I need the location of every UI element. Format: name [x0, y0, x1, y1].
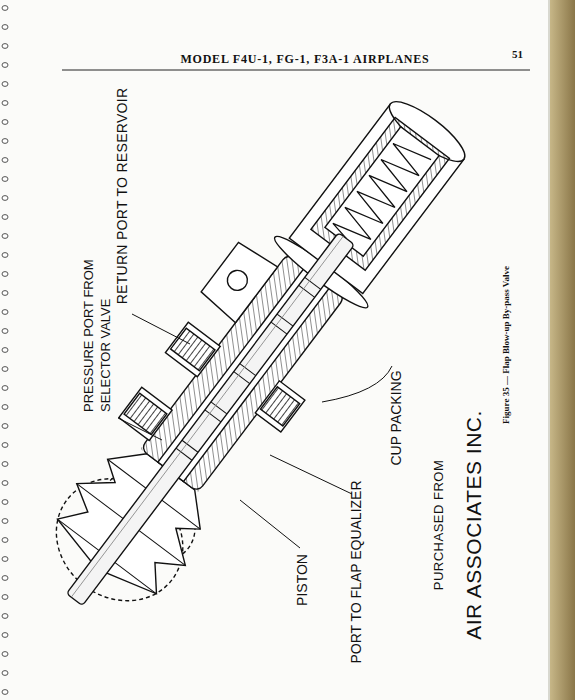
drawing-stroke: [331, 136, 432, 251]
drawing-stroke: [2, 538, 8, 543]
drawing-stroke: [2, 595, 8, 600]
leader-line: [270, 455, 352, 494]
drawing-stroke: [2, 215, 8, 220]
drawing-stroke: [2, 196, 8, 201]
return-port-boss: [165, 322, 220, 376]
part-label: PRESSURE PORT FROM SELECTOR VALVE: [81, 252, 115, 412]
by-pass-valve: [7, 70, 489, 641]
drawing-stroke: [2, 348, 8, 353]
packing-port-thread: [260, 387, 299, 426]
supplier-note: PURCHASED FROM: [431, 460, 446, 591]
spring: [331, 136, 432, 251]
drawing-stroke: [2, 405, 8, 410]
drawing-stroke: [305, 277, 321, 289]
piston-grooves: [176, 277, 321, 460]
mounting-lug: [199, 239, 278, 323]
drawing-stroke: [2, 120, 8, 125]
leader-line: [240, 500, 300, 548]
binding-holes: [2, 6, 8, 695]
body-section: [182, 285, 345, 493]
return-port-thread: [171, 328, 215, 370]
drawing-stroke: [240, 364, 256, 376]
drawing-stroke: [2, 386, 8, 391]
rod-highlight: [71, 236, 343, 597]
part-label: PISTON: [294, 554, 310, 606]
drawing-stroke: [277, 314, 293, 326]
drawing-stroke: [2, 139, 8, 144]
drawing-stroke: [2, 690, 8, 695]
drawing-stroke: [2, 310, 8, 315]
drawing-stroke: [271, 322, 287, 334]
drawing-stroke: [2, 576, 8, 581]
drawing-stroke: [211, 402, 227, 414]
piston-rod: [66, 233, 354, 606]
part-label: CUP PACKING: [388, 370, 404, 465]
part-label: RETURN PORT TO RESERVOIR: [114, 88, 130, 305]
drawing-stroke: [2, 367, 8, 372]
page-number: 51: [512, 48, 523, 60]
drawing-stroke: [2, 329, 8, 334]
leader-line: [132, 314, 190, 344]
mounting-hole: [223, 266, 251, 294]
drawing-stroke: [2, 6, 8, 11]
page-edge: [549, 0, 575, 700]
drawing-stroke: [2, 234, 8, 239]
packing-port-boss: [255, 381, 305, 432]
drawing-stroke: [2, 443, 8, 448]
leader-line: [118, 418, 162, 440]
drawing-stroke: [2, 82, 8, 87]
figure-caption: Figure 35 — Flap Blow-up By-pass Valve: [501, 266, 511, 424]
drawing-stroke: [2, 500, 8, 505]
header-rule: [62, 70, 530, 71]
drawing-stroke: [2, 652, 8, 657]
drawing-stroke: [205, 410, 221, 422]
drawing-stroke: [2, 158, 8, 163]
drawing-stroke: [2, 671, 8, 676]
drawing-stroke: [2, 481, 8, 486]
drawing-stroke: [2, 177, 8, 182]
drawing-stroke: [2, 44, 8, 49]
pressure-port-boss: [119, 387, 172, 440]
drawing-stroke: [182, 440, 198, 452]
drawing-stroke: [2, 291, 8, 296]
pressure-port-thread: [124, 393, 167, 434]
drawing-stroke: [2, 253, 8, 258]
drawing-stroke: [2, 25, 8, 30]
running-header: MODEL F4U-1, FG-1, F3A-1 AIRPLANES: [180, 52, 429, 67]
leader-line: [322, 366, 392, 402]
drawing-stroke: [2, 614, 8, 619]
page-edge-line: [548, 0, 550, 700]
drawing-stroke: [2, 63, 8, 68]
drawing-stroke: [2, 101, 8, 106]
supplier-name: AIR ASSOCIATES INC.: [462, 410, 486, 640]
drawing-stroke: [2, 519, 8, 524]
drawing-stroke: [2, 272, 8, 277]
drawing-stroke: [234, 372, 250, 384]
drawing-stroke: [2, 557, 8, 562]
drawing-stroke: [2, 424, 8, 429]
drawing-stroke: [176, 448, 192, 460]
drawing-stroke: [2, 633, 8, 638]
drawing-stroke: [299, 285, 315, 297]
drawing-stroke: [2, 462, 8, 467]
part-label: PORT TO FLAP EQUALIZER: [348, 480, 364, 663]
